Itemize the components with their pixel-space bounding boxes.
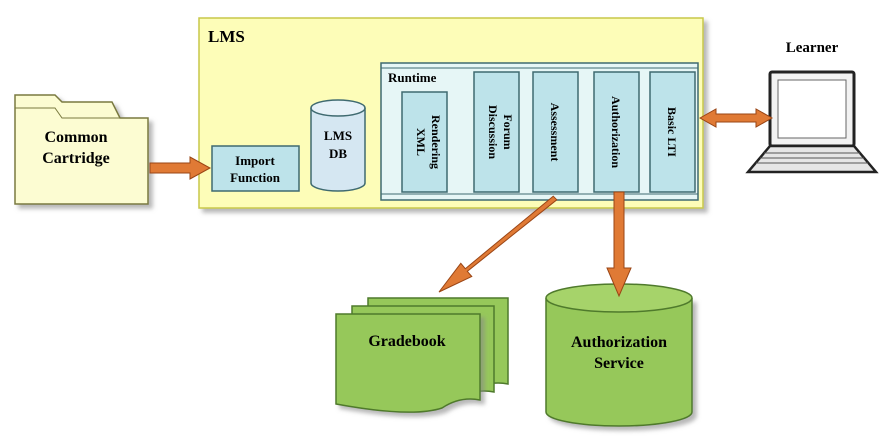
import-function-label: Import [235, 153, 275, 168]
authorization-service-label: Authorization [571, 334, 667, 351]
module-basic-lti: Basic LTI [649, 71, 696, 193]
runtime-title: Runtime [388, 70, 437, 85]
module-label: Authorization [609, 96, 623, 168]
module-label: Forum [501, 114, 515, 149]
module-xml-rendering: XML Rendering [401, 91, 448, 193]
import-function-box: Import Function [211, 145, 300, 192]
common-cartridge-folder: Common Cartridge [14, 94, 149, 205]
lms-title: LMS [208, 27, 245, 46]
import-function-label: Function [230, 170, 281, 185]
common-cartridge-label: Common [44, 129, 107, 146]
common-cartridge-label: Cartridge [42, 150, 110, 167]
module-label: Rendering [429, 115, 443, 169]
learner-label: Learner [786, 40, 839, 56]
module-label: XML [414, 128, 428, 156]
module-label: Discussion [486, 105, 500, 159]
arrow-cartridge-to-import [149, 156, 212, 180]
gradebook-stack: Gradebook [335, 297, 509, 413]
authorization-service-cylinder: Authorization Service [545, 283, 693, 427]
arrow-lti-learner [698, 108, 774, 128]
gradebook-label: Gradebook [368, 333, 445, 350]
lms-db-label: LMS [324, 128, 352, 143]
module-discussion-forum: Discussion Forum [473, 71, 520, 193]
arrow-authorization-to-service [606, 191, 632, 298]
authorization-service-label: Service [594, 355, 644, 372]
module-authorization: Authorization [593, 71, 640, 193]
module-label: Assessment [548, 103, 562, 162]
learner-laptop: Learner [745, 40, 879, 174]
lms-db-label: DB [329, 146, 347, 161]
module-label: Basic LTI [665, 107, 679, 157]
lms-db-cylinder: LMS DB [310, 99, 366, 192]
arrow-assessment-to-gradebook [438, 195, 558, 293]
module-assessment: Assessment [532, 71, 579, 193]
